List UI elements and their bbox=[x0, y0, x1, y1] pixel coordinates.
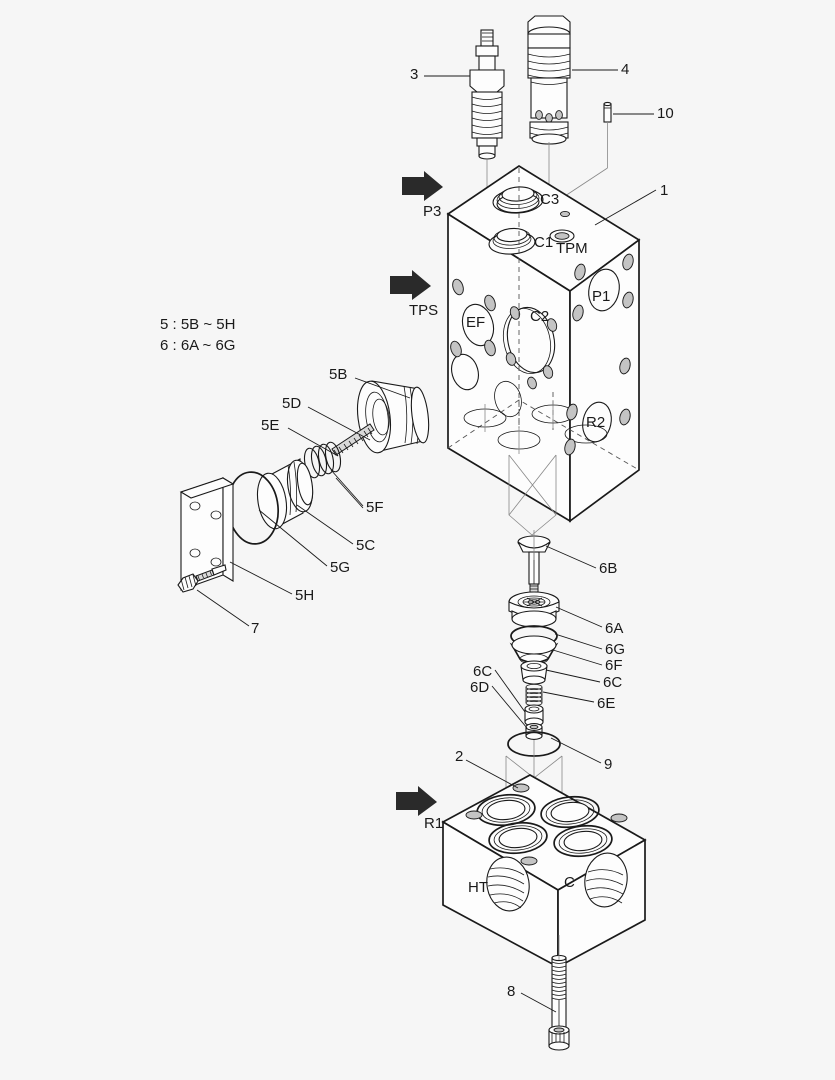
part-5B-end-cap bbox=[356, 380, 430, 454]
flow-arrow-r1-icon bbox=[396, 786, 437, 816]
top-bores bbox=[476, 793, 613, 858]
callout-label-6B: 6B bbox=[599, 560, 618, 577]
flow-arrow-label-r1: R1 bbox=[424, 815, 444, 832]
part-6C-bushing-upper bbox=[520, 660, 548, 685]
callout-label-5H: 5H bbox=[295, 587, 315, 604]
part-6A-valve-seat bbox=[508, 591, 560, 628]
callout-label-10: 10 bbox=[657, 105, 674, 122]
port-label-ht: HT bbox=[468, 879, 488, 896]
callout-label-2: 2 bbox=[455, 748, 464, 765]
part-5D-threaded-stem bbox=[331, 423, 375, 457]
callout-label-1: 1 bbox=[660, 182, 669, 199]
bore-c1 bbox=[488, 227, 536, 255]
callout-label-4: 4 bbox=[621, 61, 630, 78]
flow-arrow-label-p3: P3 bbox=[423, 203, 442, 220]
callout-label-9: 9 bbox=[604, 756, 613, 773]
callout-label-5C: 5C bbox=[356, 537, 376, 554]
callout-label-5D: 5D bbox=[282, 395, 302, 412]
flow-arrow-label-tps: TPS bbox=[409, 302, 439, 319]
port-label-c2: C2 bbox=[530, 308, 550, 325]
flow-arrow-p3-icon bbox=[402, 171, 443, 201]
part-10-plug-pin bbox=[564, 101, 612, 197]
callout-label-5E: 5E bbox=[261, 417, 280, 434]
callout-label-6C-right: 6C bbox=[603, 674, 623, 691]
part-5H-mounting-plate bbox=[179, 477, 235, 591]
projection-lines-lower bbox=[508, 454, 557, 536]
group-legend-line-2: 6 : 6A ~ 6G bbox=[160, 337, 236, 355]
port-label-p1: P1 bbox=[592, 288, 611, 305]
port-c-bore bbox=[584, 852, 628, 908]
callout-label-5B: 5B bbox=[329, 366, 348, 383]
callout-label-6G: 6G bbox=[605, 641, 626, 658]
part-6E-coil-spring bbox=[525, 684, 543, 707]
group-legend: 5 : 5B ~ 5H 6 : 6A ~ 6G bbox=[160, 314, 235, 357]
callout-label-6F: 6F bbox=[605, 657, 623, 674]
port-label-ef: EF bbox=[466, 314, 486, 331]
callout-label-6A: 6A bbox=[605, 620, 624, 637]
part-3-cartridge-valve bbox=[469, 29, 505, 205]
port-label-r2: R2 bbox=[586, 414, 606, 431]
bore-tpm bbox=[549, 229, 575, 243]
callout-label-5F: 5F bbox=[366, 499, 384, 516]
callout-label-5G: 5G bbox=[330, 559, 351, 576]
group-legend-line-1: 5 : 5B ~ 5H bbox=[160, 316, 236, 333]
callout-label-6E: 6E bbox=[597, 695, 616, 712]
port-label-c: C bbox=[564, 874, 575, 891]
callout-label-3: 3 bbox=[410, 66, 419, 83]
part-5C-piston-stack bbox=[256, 458, 314, 530]
callout-label-7: 7 bbox=[251, 620, 260, 637]
part-6C-bushing-lower bbox=[524, 704, 544, 727]
part-1-main-valve-block bbox=[446, 164, 641, 536]
callout-label-8: 8 bbox=[507, 983, 516, 1000]
port-ht-bore bbox=[486, 856, 530, 912]
part-2-bottom-block bbox=[441, 774, 647, 969]
part-6F-conical-seal bbox=[509, 635, 559, 665]
port-label-tpm: TPM bbox=[556, 240, 588, 257]
callout-label-6D: 6D bbox=[470, 679, 490, 696]
front-face-ports bbox=[450, 278, 522, 418]
port-label-c1: C1 bbox=[534, 234, 554, 251]
right-face-ports bbox=[572, 253, 634, 443]
leader-lines bbox=[196, 69, 657, 1013]
part-7-socket-head-bolt bbox=[177, 564, 227, 593]
port-label-c3: C3 bbox=[540, 191, 560, 208]
callout-label-6C-left: 6C bbox=[473, 663, 493, 680]
bore-c3 bbox=[492, 186, 544, 214]
flow-arrow-tps-icon bbox=[390, 270, 431, 300]
part-4-cartridge-valve bbox=[527, 15, 571, 196]
